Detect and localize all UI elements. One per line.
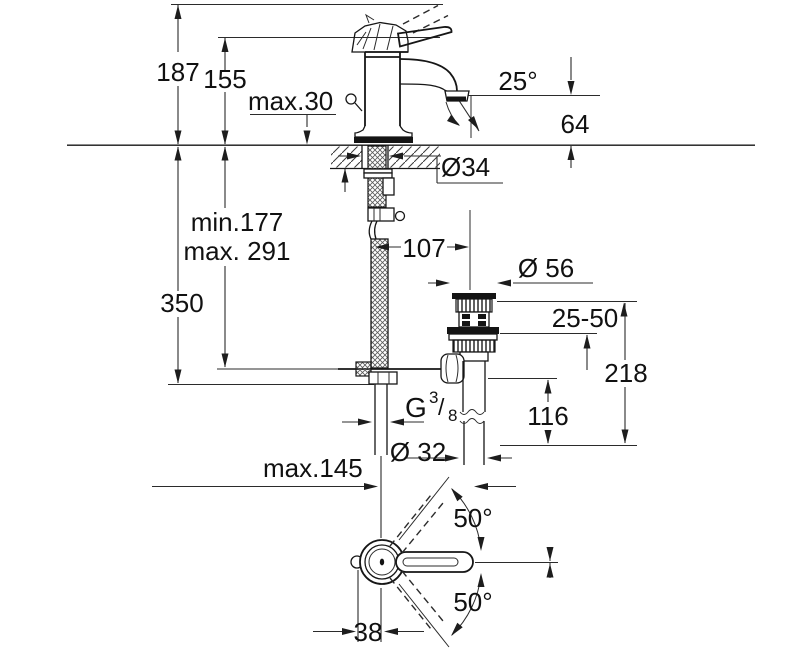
handle-lever — [396, 26, 453, 48]
mounting-stud — [382, 177, 395, 196]
deck-hole-edges — [361, 145, 389, 168]
drain-assembly — [440, 293, 499, 465]
rod-clamp — [355, 361, 372, 377]
dim-min177: min.177 — [191, 207, 284, 237]
waste-cap — [452, 293, 496, 299]
dim-dia56: Ø 56 — [518, 253, 574, 283]
deck-hatch-right — [389, 146, 440, 168]
spout-outer — [399, 58, 458, 92]
dim-g38-numerator: 3 — [429, 388, 438, 407]
max30-leader — [250, 113, 346, 192]
dim-50deg-bottom: 50° — [453, 587, 492, 617]
topview-center-dot — [379, 558, 385, 566]
dim-25-50: 25-50 — [552, 303, 619, 333]
dim-g38-thread: G 3 / 8 — [405, 388, 457, 425]
waste-knurl-top — [455, 298, 493, 313]
waste-block-pattern — [462, 314, 486, 326]
waste-ring — [448, 333, 498, 341]
rod-guide-detail — [373, 208, 381, 221]
rotation-axis-lines — [398, 476, 558, 648]
supply-tube — [374, 384, 388, 455]
dim-116: 116 — [527, 401, 568, 431]
clamp-screw — [394, 210, 406, 222]
supply-hose — [370, 238, 389, 369]
aerator-band — [447, 96, 466, 101]
rod-end-reference — [168, 368, 374, 386]
dim-g38-g: G — [405, 392, 427, 423]
pipe-break-wavy — [459, 409, 485, 424]
dim-max145: max.145 — [263, 453, 363, 483]
deck-hatch-left — [331, 146, 362, 168]
dim-g38-slash: / — [438, 394, 445, 420]
bottom-dim-lines — [152, 421, 516, 538]
dim-g38-denominator: 8 — [448, 406, 457, 425]
front-view: 187 155 max.30 25° 64 Ø34 min.177 max. 2… — [67, 3, 755, 538]
dim-218: 218 — [604, 358, 647, 388]
pop-up-knob-stem — [354, 102, 363, 112]
dim-25deg: 25° — [498, 66, 537, 96]
hose-nut — [368, 371, 398, 385]
mounting — [331, 145, 443, 455]
dim-50deg-top: 50° — [453, 503, 492, 533]
waste-locknut — [452, 339, 496, 353]
dim-max30: max.30 — [248, 86, 333, 116]
pop-up-knob — [345, 93, 357, 105]
ball-joint-curves — [445, 354, 459, 383]
hose-bend — [368, 220, 378, 240]
tailpipe — [462, 361, 486, 465]
faucet — [345, 4, 470, 143]
top-view: 50° 50° 38 — [313, 476, 558, 648]
dim-dia32: Ø 32 — [390, 437, 446, 467]
dim-38-lines — [313, 570, 424, 642]
mounting-nut — [363, 172, 393, 179]
handle-cap-facets — [356, 13, 394, 51]
dim-107: 107 — [402, 233, 445, 263]
dim-155: 155 — [203, 64, 246, 94]
waste-flange — [447, 327, 499, 334]
handle-cap — [351, 21, 409, 53]
faucet-body — [364, 51, 408, 127]
base-band — [354, 137, 413, 143]
dim-38: 38 — [354, 617, 383, 647]
hose-nut-facets — [377, 372, 390, 384]
spout-inner — [399, 83, 449, 93]
dim-350: 350 — [160, 288, 203, 318]
vertical-dim-lines-left — [177, 5, 226, 383]
topview-lever — [395, 551, 474, 573]
dim-64: 64 — [561, 109, 590, 139]
dim-187: 187 — [156, 57, 199, 87]
rod-guide-clamp — [367, 207, 395, 222]
base-flare — [354, 125, 413, 138]
dim-dia34: Ø34 — [441, 152, 490, 182]
topview-lever-slot — [402, 557, 459, 567]
ball-joint-housing — [440, 353, 465, 384]
dim-max291: max. 291 — [184, 236, 291, 266]
topview-inner-ring — [368, 548, 396, 576]
